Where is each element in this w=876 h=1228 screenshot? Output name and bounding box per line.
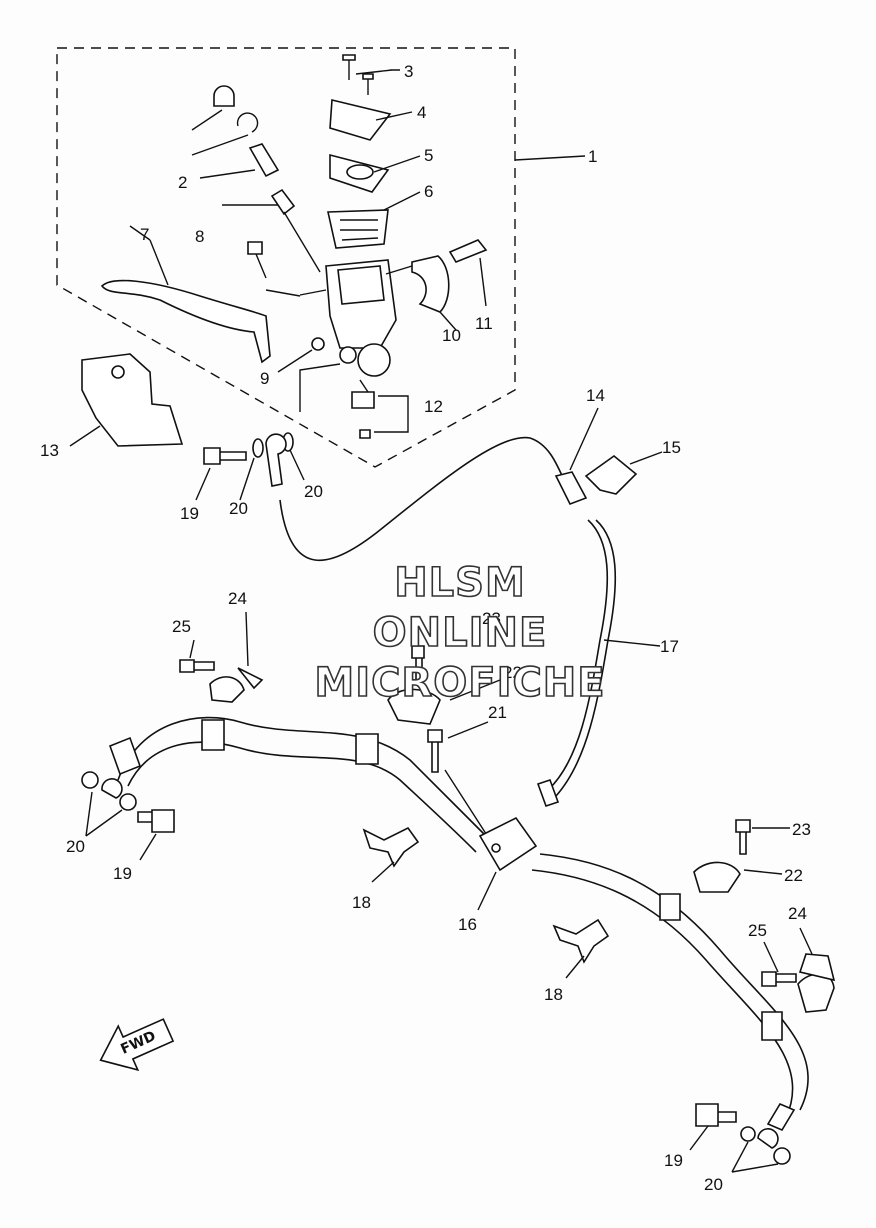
bolt-23-center [411, 645, 425, 681]
master-cylinder-assembly-boundary [56, 47, 516, 468]
part-label-5: 5 [424, 146, 434, 165]
part-label-25b: 25 [748, 921, 767, 940]
part-label-23a: 23 [482, 609, 501, 628]
part-label-4: 4 [417, 103, 427, 122]
part-label-19c: 19 [664, 1151, 683, 1170]
part-label-19b: 19 [113, 864, 132, 883]
clamp-22-center [387, 688, 441, 725]
part-label-18a: 18 [352, 893, 371, 912]
holder-clamp-10 [411, 255, 450, 313]
part-label-8: 8 [195, 227, 205, 246]
brake-hose-upper [279, 436, 565, 561]
bolt-25-right [761, 971, 797, 987]
part-label-12: 12 [424, 397, 443, 416]
part-label-14: 14 [586, 386, 605, 405]
bolt-25-left [179, 659, 215, 673]
part-label-13: 13 [40, 441, 59, 460]
part-label-6: 6 [424, 182, 434, 201]
screw-3 [342, 54, 374, 95]
brake-hose-right [539, 853, 809, 1111]
part-label-24a: 24 [228, 589, 247, 608]
union-bolt-19-left [137, 809, 175, 833]
part-label-17: 17 [660, 637, 679, 656]
part-label-11: 11 [475, 314, 493, 333]
watermark-line-3: MICROFICHE [314, 659, 606, 707]
part-label-24b: 24 [788, 904, 807, 923]
watermark-line-2: ONLINE [372, 609, 548, 657]
part-label-10: 10 [442, 326, 461, 345]
part-label-20d: 20 [704, 1175, 723, 1194]
part-label-20c: 20 [66, 837, 85, 856]
bolt-23-right [735, 819, 751, 855]
fwd-arrow [99, 1018, 175, 1072]
guide-24-right [797, 973, 835, 1013]
clip-18-left [362, 826, 420, 868]
part-label-1: 1 [588, 147, 598, 166]
part-label-19a: 19 [180, 504, 199, 523]
clip-18-right [552, 918, 610, 964]
reservoir-cap-4 [329, 99, 392, 141]
part-label-15: 15 [662, 438, 681, 457]
brake-lever-7 [100, 279, 271, 364]
master-cylinder-body [299, 259, 397, 377]
hose-clip-15 [584, 454, 638, 495]
union-bolt-19-top [203, 447, 247, 465]
part-label-2: 2 [178, 173, 188, 192]
gasket-20-left-a [81, 771, 99, 789]
gasket-20-right-a [740, 1126, 756, 1142]
piston-kit-2 [191, 85, 321, 273]
diaphragm-6 [327, 209, 389, 249]
joint-bolt-21 [427, 729, 443, 773]
brake-pipe-17 [547, 519, 609, 791]
brake-switch-12 [351, 379, 409, 439]
gasket-20-top-a [252, 438, 264, 458]
part-label-20b: 20 [304, 482, 323, 501]
part-label-16: 16 [458, 915, 477, 934]
part-label-23b: 23 [792, 820, 811, 839]
pivot-nut-9 [311, 337, 325, 351]
part-label-22b: 22 [784, 866, 803, 885]
watermark-line-1: HLSM [393, 559, 526, 607]
guide-24-left [209, 676, 245, 703]
part-label-22a: 22 [503, 663, 522, 682]
gasket-20-left-b [119, 793, 137, 811]
brake-hose-left [117, 716, 491, 841]
union-bolt-19-right [695, 1103, 737, 1127]
pivot-bolt-8 [247, 241, 263, 255]
gasket-20-right-b [773, 1147, 791, 1165]
three-way-joint-16 [478, 816, 538, 872]
part-label-21: 21 [488, 703, 507, 722]
part-label-20a: 20 [229, 499, 248, 518]
part-label-18b: 18 [544, 985, 563, 1004]
clamp-bolt-11 [448, 239, 488, 263]
part-label-3: 3 [404, 62, 414, 81]
part-label-7: 7 [140, 225, 150, 244]
part-label-25a: 25 [172, 617, 191, 636]
lever-cover-13 [81, 353, 184, 447]
clamp-22-right [693, 861, 741, 893]
part-label-9: 9 [260, 369, 270, 388]
